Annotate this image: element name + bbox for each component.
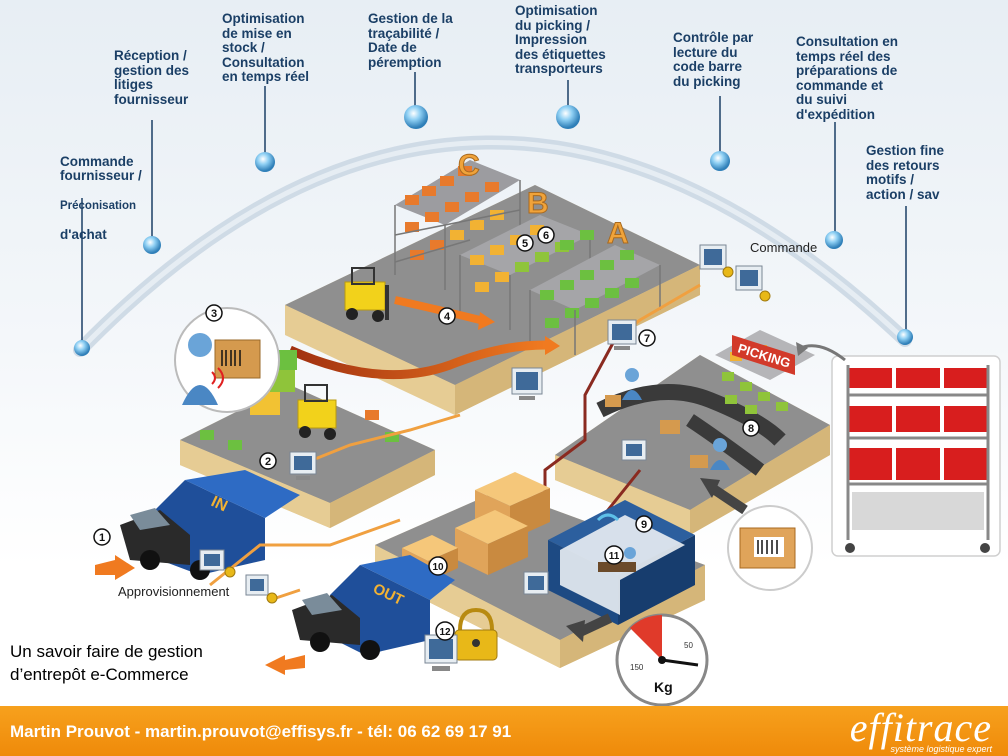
svg-text:5: 5 bbox=[522, 238, 528, 250]
computer-monitors bbox=[199, 244, 763, 671]
scale-unit: Kg bbox=[654, 679, 673, 695]
svg-text:10: 10 bbox=[432, 562, 444, 573]
flow-arrow-storage bbox=[394, 296, 481, 324]
marker-8: 8 bbox=[742, 419, 760, 437]
step-label-text: Commande fournisseur / bbox=[60, 153, 142, 183]
svg-text:1: 1 bbox=[99, 532, 105, 544]
arrow-out bbox=[265, 655, 305, 675]
svg-text:2: 2 bbox=[265, 456, 271, 468]
svg-text:6: 6 bbox=[543, 230, 549, 242]
step-label-tracabilite: Gestion de la traçabilité / Date de pére… bbox=[368, 11, 453, 70]
svg-text:9: 9 bbox=[641, 519, 647, 531]
arrow-label bbox=[709, 483, 748, 515]
svg-text:4: 4 bbox=[444, 311, 451, 323]
monitor-icon bbox=[699, 244, 727, 270]
step-label-picking: Optimisation du picking / Impression des… bbox=[515, 3, 606, 76]
lock-badges bbox=[224, 266, 771, 604]
approvisionnement-label: Approvisionnement bbox=[118, 584, 230, 599]
shelf-a bbox=[529, 230, 661, 355]
shelf-letter-c: C bbox=[458, 149, 480, 182]
logo-tagline: système logistique expert bbox=[890, 744, 992, 754]
svg-text:8: 8 bbox=[748, 423, 754, 435]
scale-tick-50: 50 bbox=[684, 641, 693, 650]
shelf-c bbox=[394, 160, 521, 290]
monitor-icon bbox=[621, 439, 647, 461]
footer-contact: Martin Prouvot - martin.prouvot@effisys.… bbox=[10, 722, 512, 741]
monitor-icon bbox=[735, 265, 763, 291]
svg-text:12: 12 bbox=[439, 627, 451, 638]
step-label-text: d'achat bbox=[60, 227, 107, 242]
forklift-main bbox=[344, 267, 389, 322]
footer-bar: Martin Prouvot - martin.prouvot@effisys.… bbox=[0, 705, 1008, 756]
arc-node bbox=[143, 236, 161, 254]
monitor-icon bbox=[511, 367, 543, 400]
arc-node bbox=[255, 152, 275, 172]
marker-3: 3 bbox=[205, 304, 223, 322]
marker-12: 12 bbox=[435, 621, 455, 641]
marker-4: 4 bbox=[438, 307, 456, 325]
marker-2: 2 bbox=[259, 452, 277, 470]
svg-text:3: 3 bbox=[211, 308, 217, 320]
step-label-mise-en-stock: Optimisation de mise en stock / Consulta… bbox=[222, 11, 310, 84]
parcel-label-zoom bbox=[727, 505, 813, 591]
monitor-icon bbox=[424, 634, 458, 671]
picking-workers bbox=[622, 368, 730, 470]
marker-11: 11 bbox=[604, 545, 624, 565]
step-label-retours: Gestion fine des retours motifs / action… bbox=[866, 143, 945, 202]
truck-in: IN bbox=[120, 470, 300, 580]
step-label-commande-fournisseur: Commande fournisseur / Préconisation d'a… bbox=[60, 140, 142, 243]
truck-out: OUT bbox=[292, 555, 455, 660]
arc-node bbox=[710, 151, 730, 171]
flow-arrow-picking bbox=[288, 340, 546, 380]
marker-9: 9 bbox=[635, 515, 653, 533]
arc-node bbox=[74, 340, 90, 356]
marker-1: 1 bbox=[93, 528, 111, 546]
marker-5: 5 bbox=[516, 234, 534, 252]
arc-node bbox=[825, 231, 843, 249]
returns-cart bbox=[831, 355, 1001, 557]
marker-10: 10 bbox=[428, 556, 448, 576]
picking-platform bbox=[555, 355, 830, 535]
picking-parcels bbox=[605, 395, 708, 468]
arc-node bbox=[556, 105, 580, 129]
commande-label: Commande bbox=[750, 240, 818, 255]
monitor-icon bbox=[607, 319, 637, 350]
svg-text:7: 7 bbox=[644, 333, 650, 345]
monitor-icon bbox=[245, 574, 269, 596]
effitrace-logo: effitrace bbox=[849, 705, 992, 750]
step-label-reception: Réception / gestion des litiges fourniss… bbox=[114, 48, 190, 107]
scale-tick-150: 150 bbox=[630, 663, 644, 672]
shelf-letter-b: B bbox=[527, 187, 549, 220]
forklift-reception bbox=[297, 384, 337, 440]
marker-7: 7 bbox=[638, 329, 656, 347]
arc-node bbox=[897, 329, 913, 345]
arc-nodes bbox=[74, 105, 913, 356]
diagram-graphics: C B A bbox=[73, 72, 1001, 706]
monitor-icon bbox=[289, 451, 317, 480]
arrow-in bbox=[95, 555, 135, 580]
arrow-weigh bbox=[577, 613, 613, 637]
leader-lines bbox=[81, 72, 907, 346]
monitor-icon bbox=[199, 549, 225, 571]
step-markers: 1 2 3 4 5 6 7 8 9 10 11 12 bbox=[93, 226, 760, 641]
step-label-consultation: Consultation en temps réel des préparati… bbox=[796, 34, 898, 122]
monitor-icon bbox=[523, 571, 549, 595]
storage-platform bbox=[285, 185, 700, 415]
office-room bbox=[548, 500, 695, 625]
marker-6: 6 bbox=[537, 226, 555, 244]
step-label-controle: Contrôle par lecture du code barre du pi… bbox=[673, 30, 754, 89]
tagline: Un savoir faire de gestion d’entrepôt e-… bbox=[10, 642, 203, 684]
step-label-text-small: Préconisation bbox=[60, 200, 137, 212]
weighing-scale: Kg 150 50 bbox=[615, 613, 709, 706]
truck-in-label: IN bbox=[208, 493, 230, 515]
padlock bbox=[454, 607, 498, 661]
svg-text:11: 11 bbox=[609, 551, 620, 562]
shelf-letter-a: A bbox=[607, 217, 629, 250]
arc-node bbox=[404, 105, 428, 129]
scanner-illustration bbox=[174, 307, 280, 413]
